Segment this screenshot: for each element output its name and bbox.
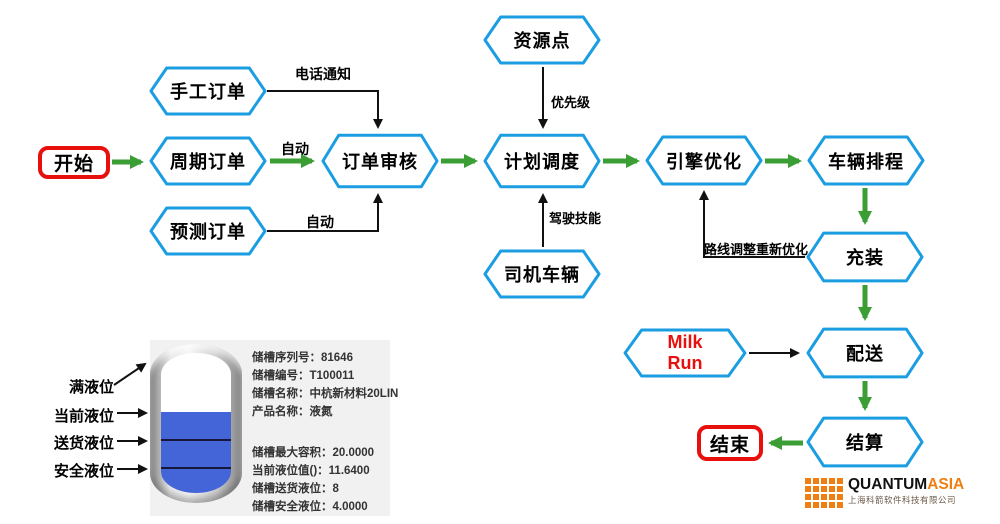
- tank-current-value: 当前液位值()：11.6400: [252, 465, 370, 477]
- hexagon-shape: [806, 327, 924, 379]
- hexagon-shape: [149, 206, 267, 256]
- storage-tank: [150, 344, 242, 503]
- node-label-plan-scheduling: 计划调度: [504, 152, 580, 172]
- tank-label-safety-level: 安全液位: [53, 463, 114, 480]
- start-label: 开始: [53, 154, 94, 175]
- hexagon-shape: [483, 133, 601, 189]
- node-label-order-review: 订单审核: [342, 152, 418, 172]
- tank-safety-value: 储槽安全液位：4.0000: [252, 501, 368, 513]
- node-engine-optimization: 引擎优化: [645, 135, 763, 186]
- hexagon-shape: [807, 135, 925, 186]
- node-label-forecast-order: 预测订单: [170, 222, 246, 242]
- tank-label-delivery-level: 送货液位: [53, 435, 114, 452]
- start-node: 开始: [38, 146, 110, 179]
- safety-level-line: [161, 466, 231, 469]
- node-manual-order: 手工订单: [149, 66, 267, 116]
- node-delivery: 配送: [806, 327, 924, 379]
- node-label-resource-point: 资源点: [513, 31, 571, 51]
- hexagon-shape: [645, 135, 763, 186]
- node-label-engine-optimization: 引擎优化: [666, 151, 742, 172]
- end-node: 结束: [697, 425, 763, 461]
- node-label-driver-vehicle: 司机车辆: [504, 265, 580, 285]
- delivery-level-line: [161, 438, 231, 441]
- hexagon-shape: [623, 328, 747, 378]
- node-label-filling: 充装: [846, 248, 884, 268]
- brand-name: QUANTUMASIA: [848, 476, 964, 493]
- edge-label-priority: 优先级: [551, 95, 591, 110]
- tank-delivery-value: 储槽送货液位：8: [252, 483, 339, 495]
- node-resource-point: 资源点: [483, 15, 601, 65]
- hexagon-shape: [321, 133, 439, 189]
- edge-label-auto-1: 自动: [281, 141, 309, 157]
- hexagon-shape: [149, 66, 267, 116]
- node-label-vehicle-scheduling: 车辆排程: [828, 151, 904, 172]
- tank-label-full-level: 满液位: [68, 379, 114, 396]
- hexagon-shape: [806, 416, 924, 468]
- node-label-milk-run: Milk Run: [667, 332, 703, 373]
- node-filling: 充装: [806, 231, 924, 283]
- brand-quantum: QUANTUM: [848, 476, 928, 493]
- edge-label-phone-notice: 电话通知: [295, 66, 351, 82]
- node-label-settlement: 结算: [846, 433, 884, 453]
- hexagon-shape: [149, 136, 267, 186]
- edge-label-auto-2: 自动: [306, 214, 334, 230]
- node-milk-run: Milk Run: [623, 328, 747, 378]
- tank-product-name: 产品名称：液氮: [252, 406, 333, 418]
- node-vehicle-scheduling: 车辆排程: [807, 135, 925, 186]
- tank-max-volume: 储槽最大容积：20.0000: [252, 447, 375, 459]
- node-label-manual-order: 手工订单: [170, 82, 246, 102]
- tank-code: 储槽编号：T100011: [252, 370, 355, 382]
- node-label-delivery: 配送: [846, 344, 884, 364]
- edge-label-route-reoptimize: 路线调整重新优化: [704, 242, 809, 257]
- tank-info-top: 储槽序列号：81646 储槽编号：T100011 储槽名称：中杭新材料20LIN…: [252, 352, 399, 424]
- node-plan-scheduling: 计划调度: [483, 133, 601, 189]
- quantum-asia-logo: QUANTUMASIA 上海科箭软件科技有限公司: [805, 476, 964, 508]
- node-settlement: 结算: [806, 416, 924, 468]
- node-driver-vehicle: 司机车辆: [483, 249, 601, 299]
- tank-inner: [161, 353, 231, 493]
- node-periodic-order: 周期订单: [149, 136, 267, 186]
- company-name: 上海科箭软件科技有限公司: [848, 495, 957, 505]
- end-label: 结束: [709, 434, 750, 456]
- tank-label-current-level: 当前液位: [53, 408, 114, 425]
- brand-asia: ASIA: [927, 476, 965, 493]
- logo-text: QUANTUMASIA 上海科箭软件科技有限公司: [848, 476, 964, 506]
- node-label-periodic-order: 周期订单: [170, 152, 246, 172]
- tank-liquid: [161, 411, 231, 493]
- logo-squares-icon: [805, 478, 843, 508]
- node-order-review: 订单审核: [321, 133, 439, 189]
- hexagon-shape: [806, 231, 924, 283]
- node-forecast-order: 预测订单: [149, 206, 267, 256]
- arrow-manual-order-to-order-review: [267, 90, 383, 129]
- arrow-full-level-pointer: [113, 362, 147, 386]
- hexagon-shape: [483, 249, 601, 299]
- tank-serial: 储槽序列号：81646: [252, 352, 353, 364]
- tank-name: 储槽名称：中杭新材料20LIN: [252, 388, 399, 400]
- edge-label-driving-skill: 驾驶技能: [549, 211, 602, 226]
- hexagon-shape: [483, 15, 601, 65]
- tank-info-bottom: 储槽最大容积：20.0000 当前液位值()：11.6400 储槽送货液位：8 …: [252, 447, 392, 519]
